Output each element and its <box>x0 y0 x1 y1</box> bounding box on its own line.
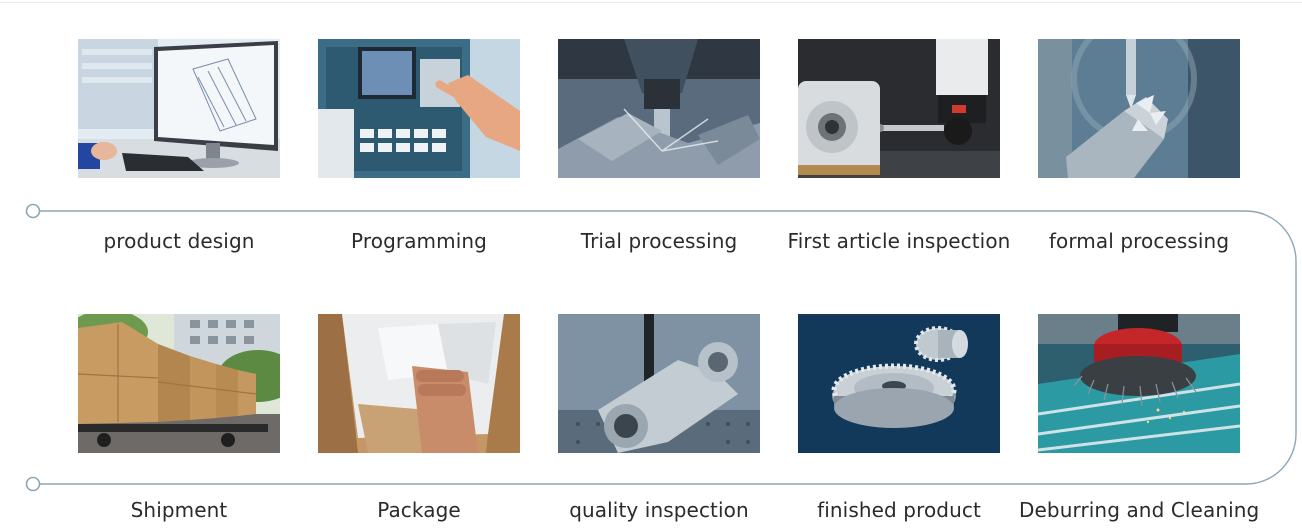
wire-brush-icon <box>1038 314 1240 453</box>
bevel-gears-icon <box>798 314 1000 453</box>
step-label-product-design: product design <box>103 229 255 253</box>
shipping-crates-icon <box>78 314 280 453</box>
step-photo-package <box>318 314 520 453</box>
milling-spindle-icon <box>558 39 760 178</box>
step-label-deburring-and-cleaning: Deburring and Cleaning <box>1019 498 1260 522</box>
step-photo-product-design <box>78 39 280 178</box>
cnc-control-panel-icon <box>318 39 520 178</box>
step-label-package: Package <box>377 498 461 522</box>
step-label-quality-inspection: quality inspection <box>569 498 749 522</box>
step-photo-quality-inspection <box>558 314 760 453</box>
step-label-shipment: Shipment <box>130 498 228 522</box>
machining-tool-icon <box>1038 39 1240 178</box>
flow-start-marker-top <box>25 203 41 219</box>
step-label-trial-processing: Trial processing <box>580 229 738 253</box>
step-photo-formal-processing <box>1038 39 1240 178</box>
step-label-first-article-inspection: First article inspection <box>787 229 1011 253</box>
step-photo-shipment <box>78 314 280 453</box>
step-label-formal-processing: formal processing <box>1048 229 1230 253</box>
measuring-probe-icon <box>798 39 1000 178</box>
flow-end-marker-bottom <box>25 476 41 492</box>
quality-probe-icon <box>558 314 760 453</box>
step-photo-programming <box>318 39 520 178</box>
step-photo-deburring-and-cleaning <box>1038 314 1240 453</box>
step-photo-trial-processing <box>558 39 760 178</box>
step-label-finished-product: finished product <box>817 498 981 522</box>
design-monitor-icon <box>78 39 280 178</box>
step-photo-first-article-inspection <box>798 39 1000 178</box>
packing-box-icon <box>318 314 520 453</box>
step-label-programming: Programming <box>351 229 487 253</box>
top-divider <box>0 2 1302 3</box>
step-photo-finished-product <box>798 314 1000 453</box>
